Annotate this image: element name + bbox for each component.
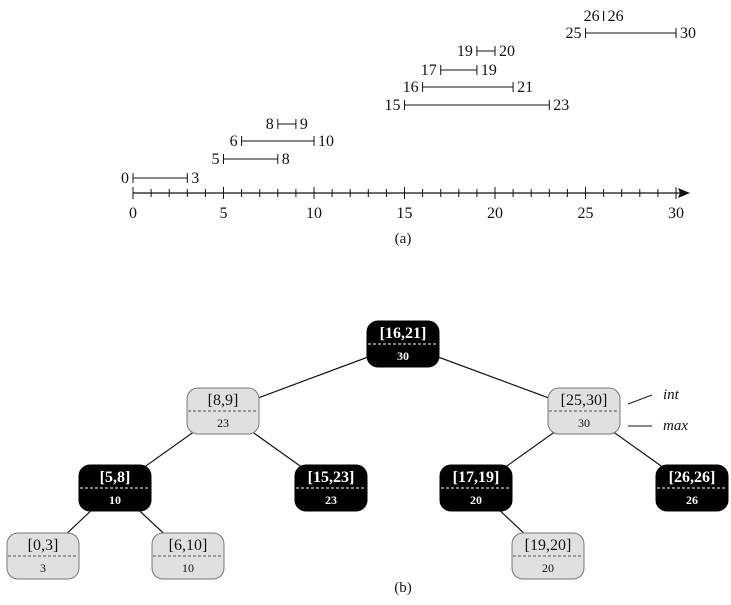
max-legend-label: max xyxy=(663,418,688,434)
node-interval-label: [6,10] xyxy=(169,537,208,554)
interval-high-label: 26 xyxy=(608,8,624,25)
tree-node-gray: [8,9] 23 xyxy=(186,387,260,435)
tree-node-gray: [6,10] 10 xyxy=(151,532,225,580)
interval-low-label: 25 xyxy=(566,25,582,42)
tree-node-black: [26,26] 26 xyxy=(655,464,729,512)
axis-tick-label: 20 xyxy=(487,205,503,222)
tree-node-gray: [19,20] 20 xyxy=(511,532,585,580)
node-field-legend: int max xyxy=(627,387,688,434)
node-interval-label: [0,3] xyxy=(28,537,59,554)
interval-low-label: 8 xyxy=(266,116,274,133)
interval-high-label: 10 xyxy=(318,133,334,150)
interval-high-label: 30 xyxy=(680,25,696,42)
node-max-label: 3 xyxy=(40,561,46,575)
node-max-label: 26 xyxy=(686,493,698,507)
axis-tick-label: 25 xyxy=(578,205,594,222)
tree-edges xyxy=(42,343,693,557)
interval-low-label: 6 xyxy=(230,133,238,150)
node-max-label: 30 xyxy=(397,349,409,363)
node-interval-label: [17,19] xyxy=(453,469,500,486)
interval-high-label: 19 xyxy=(481,62,497,79)
tree-node-gray: [0,3] 3 xyxy=(6,532,80,580)
tree-node-black: [17,19] 20 xyxy=(439,464,513,512)
caption-a: (a) xyxy=(395,231,412,247)
node-interval-label: [15,23] xyxy=(308,469,355,486)
node-max-label: 10 xyxy=(182,561,194,575)
node-interval-label: [19,20] xyxy=(525,537,572,554)
node-interval-label: [16,21] xyxy=(380,325,427,342)
interval-high-label: 20 xyxy=(499,43,515,60)
node-max-label: 10 xyxy=(109,493,121,507)
node-max-label: 20 xyxy=(542,561,554,575)
interval-low-label: 15 xyxy=(385,97,401,114)
interval-low-label: 16 xyxy=(403,79,419,96)
node-interval-label: [5,8] xyxy=(100,469,131,486)
interval-high-label: 3 xyxy=(191,170,199,187)
node-interval-label: [8,9] xyxy=(208,392,239,409)
caption-b: (b) xyxy=(394,580,412,596)
tree-node-gray: [25,30] 30 xyxy=(547,387,621,435)
node-max-label: 23 xyxy=(325,493,337,507)
interval-tree-panel: [16,21] 30 [8,9] 23 [25,30] 30 [5,8] 10 [15,23] 2… xyxy=(6,320,729,580)
node-max-label: 20 xyxy=(470,493,482,507)
interval-high-label: 9 xyxy=(300,116,308,133)
axis-tick-label: 30 xyxy=(668,205,684,222)
interval-high-label: 8 xyxy=(282,151,290,168)
axis-tick-label: 10 xyxy=(306,205,322,222)
axis-tick-label: 5 xyxy=(220,205,228,222)
interval-segment: 26 26 xyxy=(584,8,624,25)
interval-low-label: 17 xyxy=(421,62,437,79)
tree-nodes: [16,21] 30 [8,9] 23 [25,30] 30 [5,8] 10 [15,23] 2… xyxy=(6,320,729,580)
interval-low-label: 5 xyxy=(212,151,220,168)
axis-arrowhead-icon xyxy=(678,188,690,198)
node-max-label: 30 xyxy=(578,416,590,430)
interval-high-label: 23 xyxy=(553,97,569,114)
interval-low-label: 26 xyxy=(584,8,600,25)
axis-tick-label: 0 xyxy=(129,205,137,222)
int-legend-leader xyxy=(627,394,653,405)
interval-segment: 25 30 xyxy=(566,25,697,42)
interval-low-label: 0 xyxy=(121,170,129,187)
tree-node-black: [15,23] 23 xyxy=(294,464,368,512)
int-legend-label: int xyxy=(663,387,680,403)
tree-node-black: [16,21] 30 xyxy=(366,320,440,368)
interval-low-label: 19 xyxy=(457,43,473,60)
node-interval-label: [25,30] xyxy=(561,392,608,409)
node-max-label: 23 xyxy=(217,416,229,430)
interval-high-label: 21 xyxy=(517,79,533,96)
axis-tick-label: 15 xyxy=(397,205,413,222)
tree-node-black: [5,8] 10 xyxy=(78,464,152,512)
interval-segment: 6 10 xyxy=(230,133,334,150)
node-interval-label: [26,26] xyxy=(669,469,716,486)
